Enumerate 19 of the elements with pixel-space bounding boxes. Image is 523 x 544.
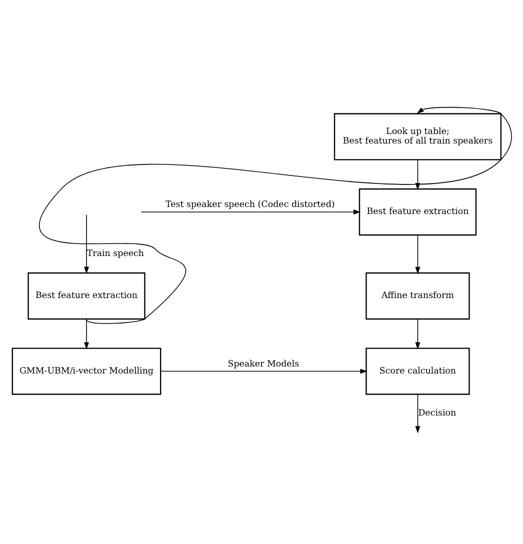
arrow [414, 394, 420, 433]
arrow [38, 106, 512, 324]
arrow [414, 318, 420, 349]
edge-label: Speaker Models [227, 358, 299, 369]
node-box: Best feature extraction [27, 272, 145, 320]
node-box: Best feature extraction [358, 188, 476, 236]
node-box: GMM-UBM/i-vector Modelling [11, 347, 161, 394]
node-box: Score calculation [365, 347, 470, 394]
edge-label: Test speaker speech (Codec distorted) [164, 200, 334, 210]
arrow [414, 234, 420, 274]
arrow [84, 214, 88, 274]
node-box: Look up table; Best features of all train speakers [333, 112, 502, 160]
edge-label: Train speech [86, 248, 144, 259]
edge-label: Decision [418, 408, 456, 418]
arrow [414, 158, 420, 190]
arrow [84, 318, 88, 349]
arrow [140, 209, 360, 214]
arrow [160, 368, 367, 374]
node-box: Affine transform [365, 272, 470, 320]
